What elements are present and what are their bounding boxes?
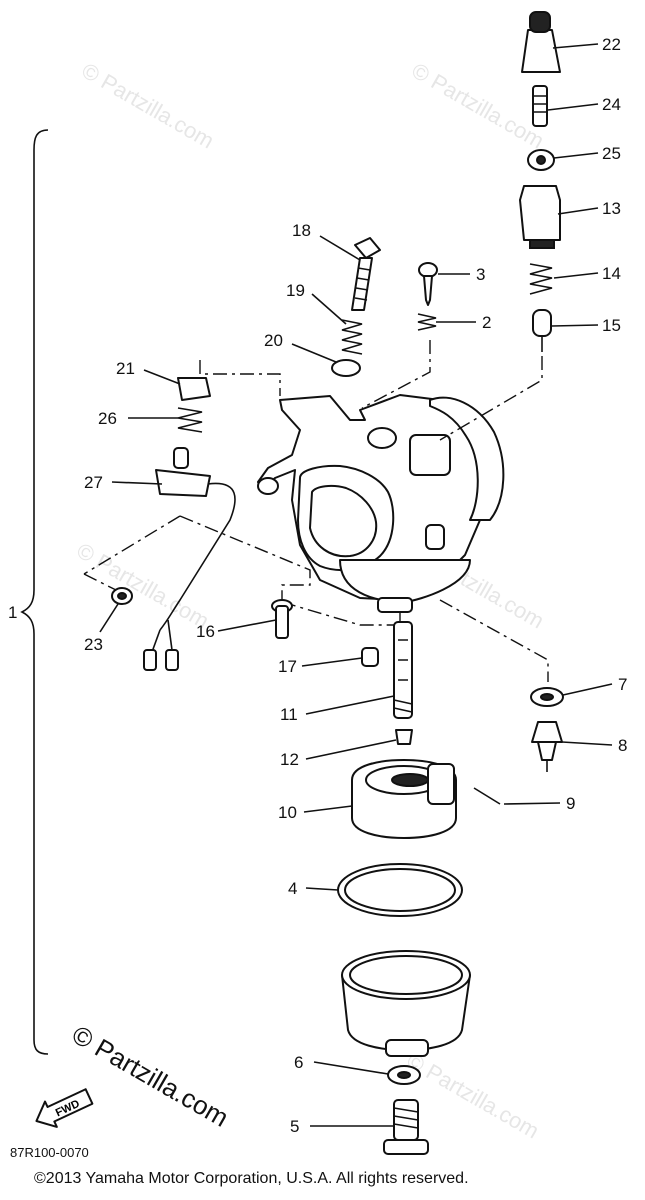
callout-7: 7: [618, 675, 627, 694]
callout-23: 23: [84, 635, 103, 654]
callout-12: 12: [280, 750, 299, 769]
part-20-washer: [331, 359, 361, 377]
callout-26: 26: [98, 409, 117, 428]
part-19-spring: [341, 319, 363, 355]
part-22-cap: [521, 11, 561, 73]
callout-6: 6: [294, 1053, 303, 1072]
assembly-brace: [20, 129, 49, 1055]
callout-8: 8: [618, 736, 627, 755]
callout-21: 21: [116, 359, 135, 378]
callout-1: 1: [8, 603, 17, 622]
part-26-spring: [177, 407, 203, 433]
part-17-screw: [361, 647, 379, 667]
part-7-washer: [530, 687, 564, 707]
watermark: © Partzilla.com: [403, 1048, 544, 1144]
fwd-arrow-icon: FWD: [35, 1088, 94, 1128]
callout-labels: 22 24 25 13 14 15 18 3 19 2 20 21 26 27 …: [8, 35, 627, 1136]
part-11-emulsion-tube: [393, 621, 413, 719]
watermark: © Partzilla.com: [78, 58, 219, 154]
callout-22: 22: [602, 35, 621, 54]
leader-lines: [99, 43, 613, 1127]
callout-4: 4: [288, 879, 297, 898]
carburetor-body: [257, 394, 505, 613]
part-18-screw: [351, 237, 381, 311]
part-10-float: [351, 759, 457, 839]
callout-13: 13: [602, 199, 621, 218]
part-25-nut: [527, 149, 555, 171]
float-bowl: [341, 950, 471, 1057]
callout-27: 27: [84, 473, 103, 492]
part-12-main-jet: [395, 729, 413, 745]
callout-19: 19: [286, 281, 305, 300]
part-27-switch: [143, 447, 236, 671]
part-2-spring: [417, 313, 437, 331]
callout-11: 11: [280, 705, 298, 724]
callout-2: 2: [482, 313, 491, 332]
part-6-gasket: [387, 1065, 421, 1085]
watermark: © Partzilla.com: [73, 538, 214, 634]
part-4-gasket: [337, 863, 463, 917]
callout-20: 20: [264, 331, 283, 350]
alignment-lines: [83, 340, 549, 682]
part-14-spring: [529, 263, 553, 295]
part-24-adjuster: [532, 85, 548, 127]
callout-24: 24: [602, 95, 621, 114]
callout-3: 3: [476, 265, 485, 284]
callout-9: 9: [566, 794, 575, 813]
part-13-housing: [519, 185, 561, 249]
callout-16: 16: [196, 622, 215, 641]
callout-17: 17: [278, 657, 297, 676]
callout-10: 10: [278, 803, 297, 822]
callout-15: 15: [602, 316, 621, 335]
part-5-drain-plug: [383, 1099, 429, 1155]
callout-25: 25: [602, 144, 621, 163]
part-21-cap: [177, 377, 211, 401]
callout-18: 18: [292, 221, 311, 240]
callout-14: 14: [602, 264, 621, 283]
partzilla-watermark: © Partzilla.com: [67, 1019, 234, 1133]
part-8-needle-valve: [531, 721, 563, 772]
copyright-notice: ©2013 Yamaha Motor Corporation, U.S.A. A…: [34, 1170, 469, 1187]
callout-5: 5: [290, 1117, 299, 1136]
part-3-screw: [418, 262, 438, 306]
diagram-code: 87R100-0070: [10, 1145, 89, 1160]
part-9-pin: [473, 787, 501, 805]
part-15-needle: [532, 309, 552, 352]
part-23-grommet: [111, 587, 133, 605]
part-16-jet: [271, 599, 293, 639]
